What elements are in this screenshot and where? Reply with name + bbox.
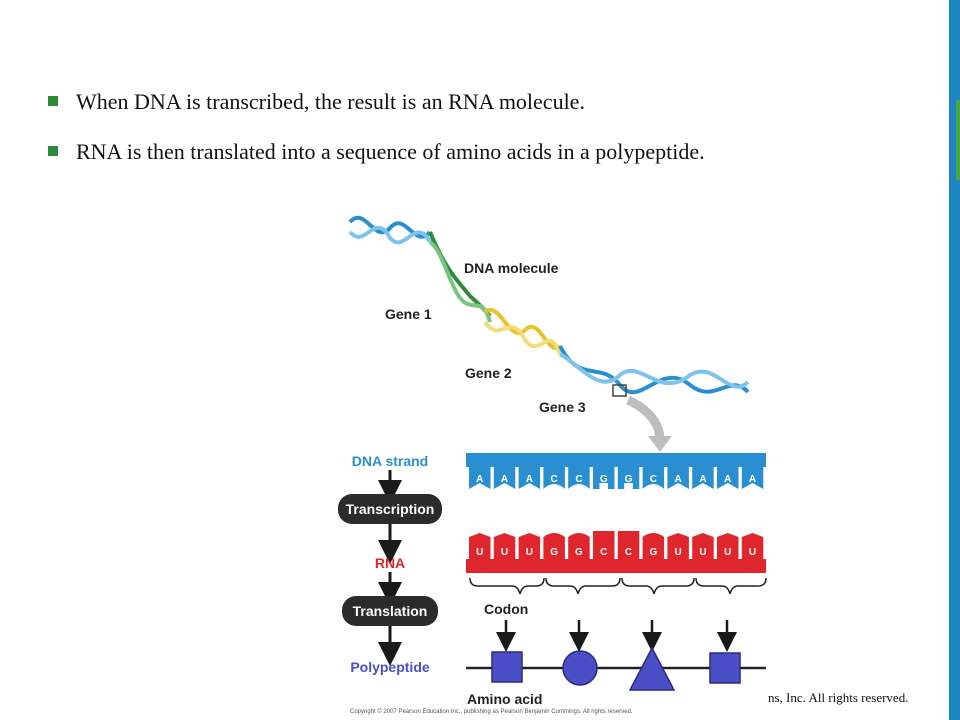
gene2-label: Gene 2 bbox=[465, 365, 512, 381]
base-letter: A bbox=[526, 474, 533, 485]
codon-brackets bbox=[469, 577, 767, 595]
amino-acid-label: Amino acid bbox=[467, 691, 542, 707]
base-tooth bbox=[717, 467, 739, 489]
base-tooth bbox=[493, 533, 516, 559]
bullet-text: RNA is then translated into a sequence o… bbox=[76, 138, 705, 164]
rights-text: ns, Inc. All rights reserved. bbox=[768, 690, 909, 705]
bullet-marker bbox=[48, 96, 58, 106]
bullet-marker bbox=[48, 145, 58, 156]
amino-acid-square bbox=[491, 651, 523, 683]
helix-strand-green-2 bbox=[428, 240, 492, 323]
bullet-item: When DNA is transcribed, the result is a… bbox=[48, 88, 928, 116]
bullet-item: RNA is then translated into a sequence o… bbox=[48, 138, 928, 166]
base-tooth bbox=[469, 467, 491, 489]
rna-label: RNA bbox=[375, 555, 405, 571]
base-tooth bbox=[717, 533, 739, 559]
base-tooth bbox=[741, 533, 764, 559]
translation-pill bbox=[342, 596, 438, 626]
base-tooth bbox=[518, 467, 541, 489]
base-letter: C bbox=[650, 474, 657, 485]
figure-credit: Copyright © 2007 Pearson Education Inc.,… bbox=[350, 709, 633, 715]
base-letter: C bbox=[575, 474, 582, 485]
transcription-pill bbox=[338, 494, 442, 524]
helix-strand-yellow-1 bbox=[483, 308, 562, 351]
bullet-list: When DNA is transcribed, the result is a… bbox=[48, 88, 928, 187]
base-tooth bbox=[543, 467, 565, 489]
base-letter: A bbox=[675, 474, 682, 485]
side-bar bbox=[949, 0, 960, 720]
base-letter: A bbox=[501, 474, 508, 485]
dna-helix bbox=[348, 215, 750, 395]
gene3-highlight-box bbox=[612, 384, 627, 397]
helix-strand-blue-1 bbox=[348, 215, 432, 239]
base-tooth bbox=[741, 467, 764, 489]
dna-strand-label: DNA strand bbox=[352, 453, 429, 469]
base-letter: G bbox=[600, 474, 608, 485]
dna-strand-backbone bbox=[466, 453, 766, 467]
base-letter: A bbox=[749, 474, 756, 485]
base-letter: C bbox=[600, 547, 607, 558]
base-letter: U bbox=[675, 547, 682, 558]
codon-arrows bbox=[496, 620, 737, 652]
helix-strand-blue-2 bbox=[348, 225, 432, 245]
codon-bracket bbox=[545, 577, 621, 595]
base-letter: G bbox=[575, 547, 583, 558]
helix-strand-blue-4 bbox=[558, 352, 750, 389]
base-letter: A bbox=[699, 474, 706, 485]
base-letter: C bbox=[551, 474, 558, 485]
codon-label: Codon bbox=[484, 601, 528, 617]
process-flow: DNA strand Transcription RNA Translation… bbox=[338, 453, 442, 675]
base-tooth bbox=[617, 467, 640, 489]
base-tooth bbox=[667, 533, 689, 559]
codon-bracket bbox=[695, 577, 767, 595]
codon-bracket bbox=[469, 577, 545, 595]
base-tooth bbox=[543, 533, 565, 559]
base-letter: A bbox=[724, 474, 731, 485]
polypeptide-label: Polypeptide bbox=[350, 659, 430, 675]
transcription-label: Transcription bbox=[346, 501, 435, 517]
base-tooth bbox=[593, 531, 615, 559]
base-tooth bbox=[642, 533, 665, 559]
base-tooth bbox=[617, 531, 640, 559]
base-tooth bbox=[642, 467, 665, 489]
bullet-text: When DNA is transcribed, the result is a… bbox=[76, 89, 585, 114]
base-letter: U bbox=[724, 547, 731, 558]
base-tooth bbox=[692, 533, 714, 559]
zoom-arrowhead bbox=[648, 436, 672, 452]
zoom-arrow bbox=[625, 395, 665, 441]
amino-acid-square bbox=[709, 652, 741, 684]
base-letter: U bbox=[501, 547, 508, 558]
base-letter: U bbox=[749, 547, 756, 558]
base-letter: C bbox=[625, 547, 632, 558]
base-letter: U bbox=[476, 547, 483, 558]
base-tooth bbox=[568, 533, 590, 559]
side-accent bbox=[956, 100, 960, 180]
base-tooth bbox=[568, 467, 590, 489]
base-letter: G bbox=[625, 474, 633, 485]
base-tooth bbox=[692, 467, 714, 489]
helix-strand-blue-3 bbox=[558, 345, 750, 395]
codon-bracket bbox=[621, 577, 695, 595]
base-tooth bbox=[593, 467, 615, 489]
base-tooth bbox=[493, 467, 516, 489]
dna-molecule-label: DNA molecule bbox=[464, 260, 559, 276]
base-tooth bbox=[518, 533, 541, 559]
helix-strand-yellow-2 bbox=[483, 320, 562, 355]
base-letter: U bbox=[526, 547, 533, 558]
gene1-label: Gene 1 bbox=[385, 306, 432, 322]
base-letter: U bbox=[699, 547, 706, 558]
base-tooth bbox=[667, 467, 689, 489]
gene3-label: Gene 3 bbox=[539, 399, 586, 415]
translation-label: Translation bbox=[353, 603, 428, 619]
base-tooth bbox=[469, 533, 491, 559]
base-letter: A bbox=[476, 474, 483, 485]
base-letter: G bbox=[649, 547, 657, 558]
base-letter: G bbox=[550, 547, 558, 558]
rna-strand-backbone bbox=[466, 559, 766, 573]
amino-acid-circle bbox=[562, 650, 598, 686]
amino-acid-triangle bbox=[628, 646, 676, 691]
